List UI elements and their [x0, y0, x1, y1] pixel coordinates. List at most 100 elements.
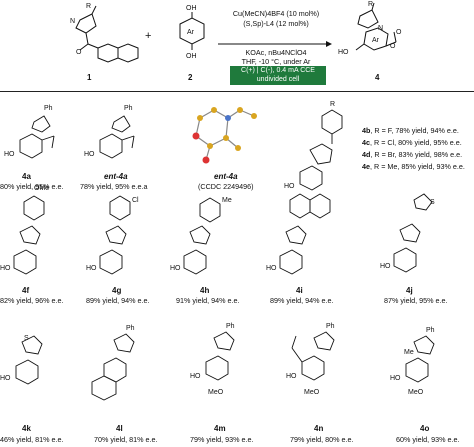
reaction-scheme: R N O OH Ar OH R N Ar O O HO 1 + 2 — [0, 0, 474, 88]
sub-4j-ho: HO — [380, 263, 391, 270]
label-4a: 4a — [22, 172, 31, 181]
sub-4n-meo: MeO — [304, 389, 320, 396]
sub-4a-ho: HO — [4, 151, 15, 158]
svg-text:N: N — [378, 25, 383, 32]
condition-line-1: Cu(MeCN)4BF4 (10 mol%) — [232, 9, 320, 18]
structure-4m — [205, 331, 235, 381]
yield-4g: 89% yield, 94% e.e. — [86, 296, 150, 305]
yield-4n: 79% yield, 80% e.e. — [290, 435, 354, 444]
yield-4o: 60% yield, 93% e.e. — [396, 435, 460, 444]
label-4h: 4h — [200, 286, 210, 295]
label-4d: 4d — [362, 150, 371, 159]
yield-4k: 46% yield, 81% e.e. — [0, 435, 64, 444]
scheme-divider — [0, 91, 474, 92]
yield-4h: 91% yield, 94% e.e. — [176, 296, 240, 305]
yield-4b-text: R = F, 78% yield, 94% e.e. — [374, 126, 459, 135]
structure-4g — [99, 195, 131, 275]
yield-4l: 70% yield, 81% e.e. — [94, 435, 158, 444]
condition-line-3: KOAc, nBu4NClO4 — [245, 48, 307, 57]
sub-4g-cl: Cl — [132, 197, 139, 204]
condition-line-4: THF, -10 °C, under Ar — [241, 57, 311, 66]
label-4k: 4k — [22, 424, 31, 433]
sub-4f-ome: OMe — [34, 185, 49, 192]
structure-ent-4a — [99, 115, 135, 159]
crystal-structure-image — [192, 107, 257, 164]
sub-4g-ho: HO — [86, 265, 97, 272]
label-4b: 4b — [362, 126, 371, 135]
svg-text:OH: OH — [186, 5, 197, 12]
reagent1-n-label: N — [70, 18, 75, 25]
yield-4b: 4b, R = F, 78% yield, 94% e.e. — [362, 126, 459, 135]
reagent1-r-label: R — [86, 3, 91, 10]
yield-ent-4a: 78% yield, 95% e.e.a — [80, 182, 148, 191]
sub-ent4a-ph: Ph — [124, 105, 133, 112]
svg-text:Ar: Ar — [372, 37, 380, 44]
yield-4f: 82% yield, 96% e.e. — [0, 296, 64, 305]
structure-4l — [91, 333, 135, 401]
yield-4i: 89% yield, 94% e.e. — [270, 296, 334, 305]
svg-text:O: O — [396, 29, 402, 36]
sub-4b-r: R — [330, 101, 335, 108]
plus-sign: + — [145, 30, 152, 42]
sub-4h-me: Me — [222, 197, 232, 204]
structure-4h — [183, 197, 221, 275]
label-4l: 4l — [116, 424, 123, 433]
structure-4j — [393, 193, 433, 273]
label-4i: 4i — [296, 286, 303, 295]
yield-4a: 80% yield, 95% e.e. — [0, 182, 64, 191]
yield-4j: 87% yield, 95% e.e. — [384, 296, 448, 305]
sub-4a-ph: Ph — [44, 105, 53, 112]
structure-4a — [19, 115, 55, 159]
electrochem-box: C(+) | C(-), 0.4 mA CCE undivided cell — [230, 66, 326, 85]
reagent1-o-label: O — [76, 49, 82, 56]
sub-4n-ho: HO — [286, 373, 297, 380]
sub-4n-ph: Ph — [326, 323, 335, 330]
structure-4i — [279, 193, 331, 275]
sub-4m-ph: Ph — [226, 323, 235, 330]
scheme-structures: R N O OH Ar OH R N Ar O O HO — [70, 1, 402, 63]
label-4f: 4f — [22, 286, 30, 295]
yield-4e: 4e, R = Me, 85% yield, 93% e.e. — [362, 162, 465, 171]
products-structures: Ph Ph R OMe Cl Me S S Ph Ph Ph Ph HO HO … — [0, 101, 435, 401]
yield-4c: 4c, R = Cl, 80% yield, 95% e.e. — [362, 138, 462, 147]
label-ent-4a: ent-4a — [104, 172, 128, 181]
svg-text:Ar: Ar — [187, 29, 195, 36]
sub-4k-ho: HO — [0, 375, 11, 382]
sub-4o-ph: Ph — [426, 327, 435, 334]
svg-text:HO: HO — [338, 49, 349, 56]
sub-4o-ho: HO — [390, 375, 401, 382]
svg-text:O: O — [390, 43, 396, 50]
reagent1-label: 1 — [87, 73, 92, 82]
yield-4d-text: R = Br, 83% yield, 98% e.e. — [374, 150, 463, 159]
sub-4m-ho: HO — [190, 373, 201, 380]
label-4m: 4m — [214, 424, 226, 433]
sub-4o-me: Me — [404, 349, 414, 356]
svg-text:OH: OH — [186, 53, 197, 60]
sub-4l-ph: Ph — [126, 325, 135, 332]
svg-text:R: R — [368, 1, 373, 8]
yield-4e-text: R = Me, 85% yield, 93% e.e. — [374, 162, 465, 171]
sub-4k-s: S — [24, 335, 29, 342]
sub-4j-s: S — [430, 199, 435, 206]
ccdc-ent-4a: (CCDC 2249496) — [198, 182, 254, 191]
electrochem-line-2: undivided cell — [256, 75, 300, 83]
label-4n: 4n — [314, 424, 324, 433]
label-ent-4a-crystal: ent-4a — [214, 172, 238, 181]
yield-4d: 4d, R = Br, 83% yield, 98% e.e. — [362, 150, 463, 159]
structure-4o — [405, 335, 435, 383]
label-4g: 4g — [112, 286, 122, 295]
condition-line-2: (S,Sp)-L4 (12 mol%) — [243, 19, 309, 28]
sub-4o-meo: MeO — [408, 389, 424, 396]
yield-4c-text: R = Cl, 80% yield, 95% e.e. — [374, 138, 462, 147]
electrochem-line-1: C(+) | C(-), 0.4 mA CCE — [241, 67, 315, 74]
structure-4k — [15, 335, 43, 385]
product-label: 4 — [375, 73, 380, 82]
sub-4h-ho: HO — [170, 265, 181, 272]
structure-4n — [291, 331, 335, 381]
label-4c: 4c — [362, 138, 370, 147]
sub-4i-ho: HO — [266, 265, 277, 272]
structure-4b-4e — [299, 109, 343, 191]
sub-4b-ho: HO — [284, 183, 295, 190]
sub-ent4a-ho: HO — [84, 151, 95, 158]
sub-4m-meo: MeO — [208, 389, 224, 396]
